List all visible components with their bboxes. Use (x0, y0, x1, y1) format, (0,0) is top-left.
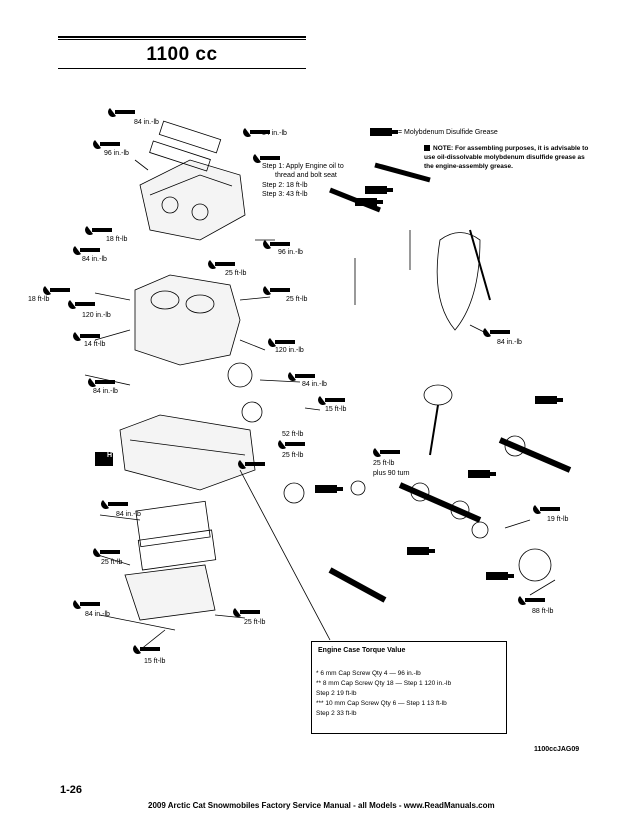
torque-label: 15 ft-lb (325, 406, 347, 413)
leader-line (239, 469, 331, 641)
step-2: Step 2: 18 ft-lb (262, 182, 308, 189)
torque-label: 84 in.-lb (302, 381, 327, 388)
torque-label: 25 ft-lb (101, 559, 123, 566)
torque-table-row: Step 2 33 ft-lb (316, 710, 357, 717)
note-line-1: NOTE: For assembling purposes, it is adv… (433, 145, 589, 152)
title-rule-top (58, 36, 306, 38)
torque-label: 18 ft-lb (28, 296, 50, 303)
engine-case-torque-table: Engine Case Torque Value * 6 mm Cap Scre… (311, 641, 507, 734)
cam-cap (158, 120, 222, 154)
torque-label: 15 ft-lb (144, 658, 166, 665)
torque-label: 96 in.-lb (104, 150, 129, 157)
flywheel (518, 548, 552, 582)
title-rule-top-thin (58, 39, 306, 40)
torque-label: plus 90 turn (373, 470, 410, 477)
grease-gun-icons (315, 128, 563, 580)
torque-label: 84 in.-lb (134, 119, 159, 126)
note-bullet (424, 145, 430, 151)
footer-text: 2009 Arctic Cat Snowmobiles Factory Serv… (148, 801, 495, 810)
ht-label: HT (107, 452, 117, 459)
wrench-icons (43, 108, 560, 654)
torque-label: 18 ft-lb (106, 236, 128, 243)
torque-label: 25 ft-lb (244, 619, 266, 626)
timing-chain (436, 232, 481, 331)
grease-legend: = Molybdenum Disulfide Grease (398, 129, 498, 136)
torque-label: 84 in.-lb (93, 388, 118, 395)
torque-label: 52 ft-lb (282, 431, 304, 438)
step-3: Step 3: 43 ft-lb (262, 191, 308, 198)
torque-label: 25 ft-lb (373, 460, 395, 467)
torque-table-row: ** 8 mm Cap Screw Qty 18 — Step 1 120 in… (316, 680, 452, 687)
gear (283, 482, 305, 504)
torque-label: 14 ft-lb (84, 341, 106, 348)
torque-label: 88 ft-lb (532, 608, 554, 615)
oil-pan (124, 564, 216, 621)
torque-label: 25 ft-lb (282, 452, 304, 459)
torque-table-row: Step 2 19 ft-lb (316, 690, 357, 697)
torque-label: 25 ft-lb (286, 296, 308, 303)
water-pump (227, 362, 253, 388)
engine-block (134, 274, 241, 366)
torque-label: 84 in.-lb (116, 511, 141, 518)
torque-label: 84 in.-lb (82, 256, 107, 263)
torque-table-row: *** 10 mm Cap Screw Qty 6 — Step 1 13 ft… (316, 700, 447, 707)
figure-id: 1100ccJAG09 (534, 746, 580, 753)
torque-label: 19 ft-lb (547, 516, 569, 523)
piston (423, 384, 453, 406)
torque-label: 120 in.-lb (275, 347, 304, 354)
torque-table-row: * 6 mm Cap Screw Qty 4 — 96 in.-lb (316, 670, 421, 677)
torque-label: 84 in.-lb (262, 130, 287, 137)
balancer-shaft (498, 437, 572, 473)
ht-box (95, 452, 113, 466)
title-rule-bottom (58, 68, 306, 69)
torque-label: 25 ft-lb (225, 270, 247, 277)
torque-table-title: Engine Case Torque Value (318, 647, 406, 654)
crankshaft (398, 482, 482, 523)
torque-label: 96 in.-lb (278, 249, 303, 256)
oil-pan-gasket (135, 500, 211, 548)
crankcase (119, 414, 256, 491)
lower-shaft (328, 567, 387, 603)
note-line-2: use oil-dissolvable molybdenum disulfide… (424, 154, 585, 161)
page-number: 1-26 (60, 784, 83, 796)
torque-label: 120 in.-lb (82, 312, 111, 319)
step-1b: thread and bolt seat (275, 172, 337, 179)
torque-label: 84 in.-lb (85, 611, 110, 618)
camshaft (374, 162, 431, 183)
step-1: Step 1: Apply Engine oil to (262, 163, 344, 170)
note-line-3: the engine-assembly grease. (424, 163, 513, 170)
cylinder-head (139, 159, 246, 241)
torque-label: 84 in.-lb (497, 339, 522, 346)
page-title: 1100 cc (146, 44, 218, 65)
